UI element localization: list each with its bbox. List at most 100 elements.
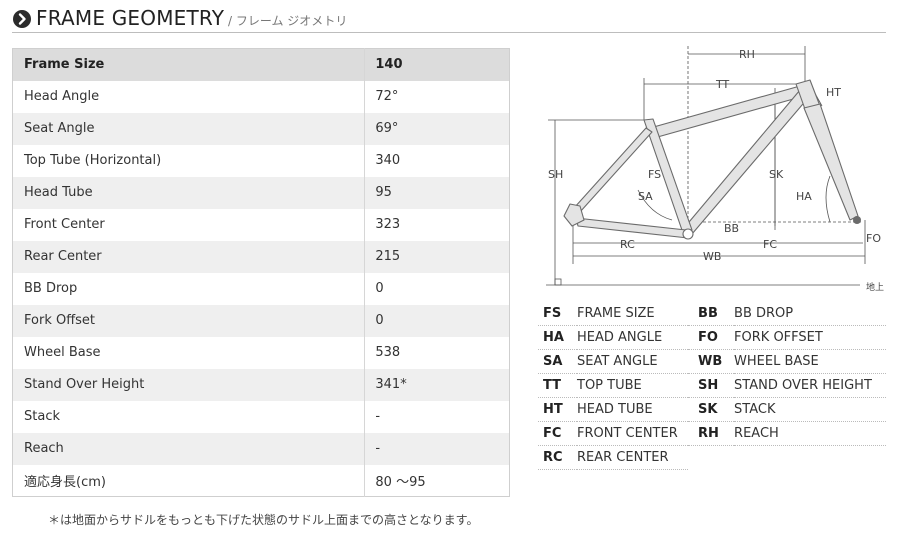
row-label: 適応身長(cm) bbox=[12, 464, 365, 497]
label-wb: WB bbox=[703, 250, 721, 263]
row-label: Front Center bbox=[12, 208, 365, 241]
frame-diagram: RH TT HT SH FS SA SK HA BB RC FC WB FO 地… bbox=[546, 46, 884, 293]
label-sk: SK bbox=[769, 168, 784, 181]
label-fs: FS bbox=[648, 168, 661, 181]
row-label: Stand Over Height bbox=[12, 368, 365, 401]
front-axle-icon bbox=[853, 216, 861, 224]
legend-abbr: RC bbox=[538, 445, 577, 470]
frame-shape bbox=[563, 79, 859, 240]
label-ht: HT bbox=[826, 86, 841, 99]
row-value: 95 bbox=[364, 176, 510, 209]
legend-abbr bbox=[688, 446, 734, 470]
geometry-header-row: Frame Size 140 bbox=[12, 48, 510, 81]
legend-abbr: FS bbox=[538, 302, 577, 326]
legend-name: FRAME SIZE bbox=[577, 302, 689, 326]
row-value: - bbox=[364, 432, 510, 465]
row-value: 0 bbox=[364, 272, 510, 305]
row-label: Rear Center bbox=[12, 240, 365, 273]
chevron-right-circle-icon bbox=[13, 10, 31, 28]
table-row: Top Tube (Horizontal)340 bbox=[12, 144, 510, 177]
legend-name: HEAD TUBE bbox=[577, 397, 689, 422]
label-tt: TT bbox=[715, 78, 730, 91]
legend-name: FRONT CENTER bbox=[577, 421, 689, 446]
row-value: 80 ～95 bbox=[364, 464, 510, 497]
legend-name: REACH bbox=[734, 421, 886, 446]
row-label: Top Tube (Horizontal) bbox=[12, 144, 365, 177]
legend-name: SEAT ANGLE bbox=[577, 349, 689, 374]
legend-abbr: SA bbox=[538, 349, 577, 374]
row-label: Wheel Base bbox=[12, 336, 365, 369]
row-label: Fork Offset bbox=[12, 304, 365, 337]
section-header: FRAME GEOMETRY / フレーム ジオメトリ bbox=[12, 4, 886, 33]
legend-abbr: TT bbox=[538, 373, 577, 398]
label-ha: HA bbox=[796, 190, 812, 203]
table-row: 適応身長(cm)80 ～95 bbox=[12, 464, 510, 497]
legend-name: TOP TUBE bbox=[577, 373, 689, 398]
row-value: 323 bbox=[364, 208, 510, 241]
legend-abbr: SH bbox=[688, 373, 735, 398]
row-value: 538 bbox=[364, 336, 510, 369]
dimension-lines bbox=[546, 46, 866, 286]
row-label: Reach bbox=[12, 432, 365, 465]
legend-name: BB DROP bbox=[734, 302, 886, 326]
row-value: 0 bbox=[364, 304, 510, 337]
row-value: 340 bbox=[364, 144, 510, 177]
row-label: BB Drop bbox=[12, 272, 365, 305]
table-row: Stack- bbox=[12, 400, 510, 433]
dimension-labels: RH TT HT SH FS SA SK HA BB RC FC WB FO 地… bbox=[548, 48, 884, 293]
row-value: - bbox=[364, 400, 510, 433]
row-value: 69° bbox=[364, 112, 510, 145]
legend-abbr: FO bbox=[688, 325, 735, 350]
legend-name: FORK OFFSET bbox=[734, 325, 886, 350]
geometry-header-label: Frame Size bbox=[12, 48, 365, 81]
geometry-header-value: 140 bbox=[364, 48, 510, 81]
table-row: Reach- bbox=[12, 432, 510, 465]
footnote: ＊は地面からサドルをもっとも下げた状態のサドル上面までの高さとなります。 bbox=[48, 513, 479, 527]
label-fo: FO bbox=[866, 232, 881, 245]
label-fc: FC bbox=[763, 238, 777, 251]
page-subtitle: / フレーム ジオメトリ bbox=[228, 14, 348, 28]
page-title: FRAME GEOMETRY bbox=[36, 6, 225, 30]
label-sa: SA bbox=[638, 190, 653, 203]
legend-name: STACK bbox=[734, 397, 886, 422]
legend-abbr: HA bbox=[538, 325, 577, 350]
row-label: Stack bbox=[12, 400, 365, 433]
label-bb: BB bbox=[724, 222, 739, 235]
legend-name bbox=[734, 446, 886, 470]
legend-abbr: FC bbox=[538, 421, 577, 446]
label-rc: RC bbox=[620, 238, 635, 251]
label-ground: 地上 bbox=[866, 281, 884, 293]
row-label: Head Tube bbox=[12, 176, 365, 209]
legend-abbr: WB bbox=[688, 349, 735, 374]
legend-abbr: SK bbox=[688, 397, 735, 422]
label-sh: SH bbox=[548, 168, 563, 181]
row-label: Seat Angle bbox=[12, 112, 365, 145]
legend-name: WHEEL BASE bbox=[734, 349, 886, 374]
row-label: Head Angle bbox=[12, 80, 365, 113]
row-value: 341* bbox=[364, 368, 510, 401]
label-rh: RH bbox=[739, 48, 755, 61]
legend-name: HEAD ANGLE bbox=[577, 325, 689, 350]
legend-abbr: HT bbox=[538, 397, 577, 422]
row-value: 72° bbox=[364, 80, 510, 113]
legend-name: REAR CENTER bbox=[577, 445, 689, 470]
row-value: 215 bbox=[364, 240, 510, 273]
legend-abbr: BB bbox=[688, 302, 735, 326]
